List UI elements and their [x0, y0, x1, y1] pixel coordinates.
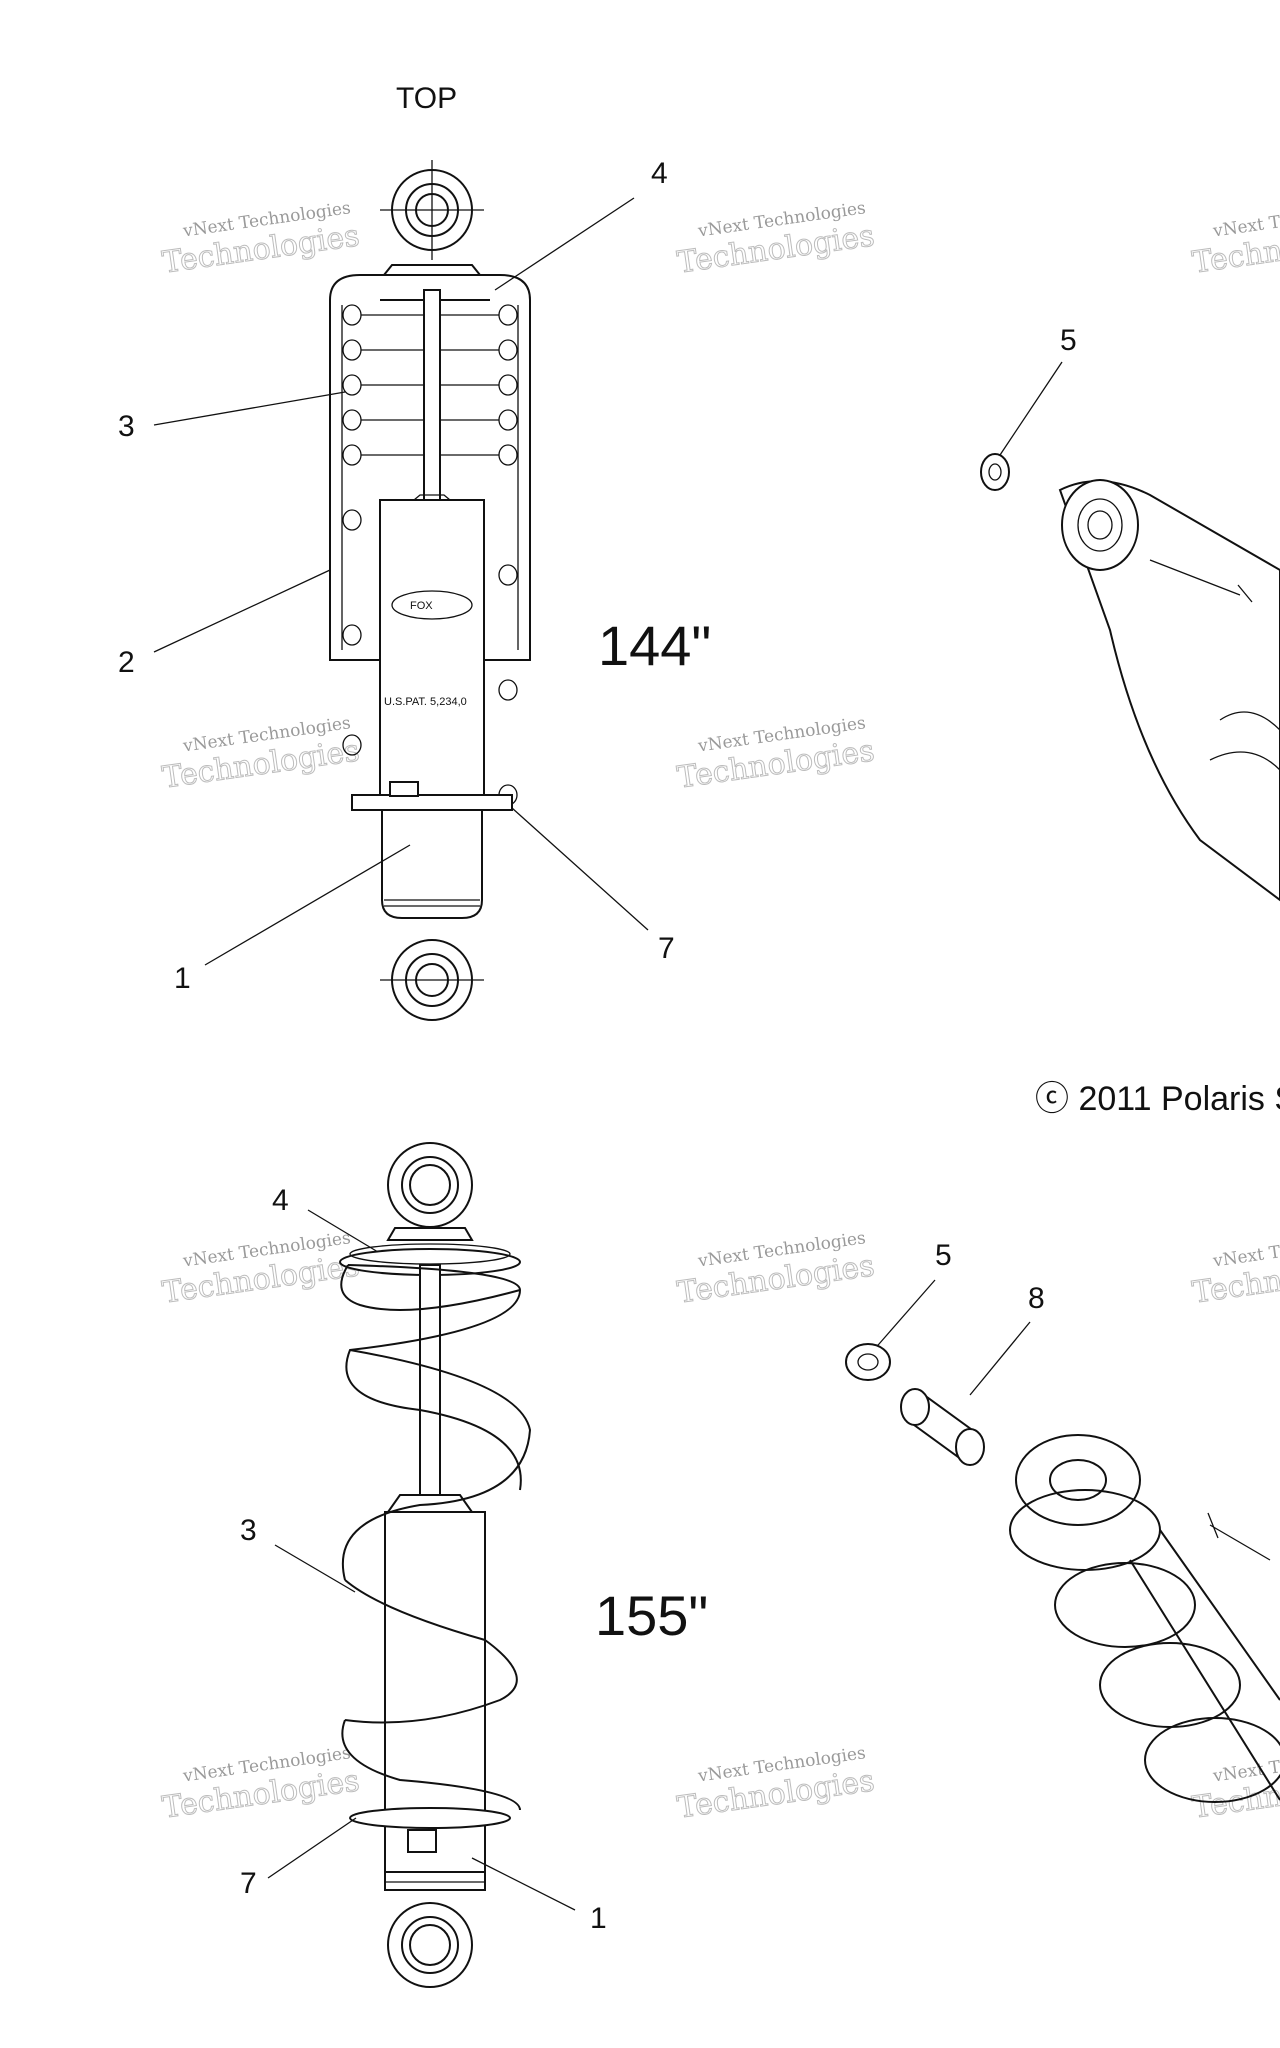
upper-callout-4: 4 [651, 157, 668, 190]
upper-shock-assembly: FOX U.S.PAT. 5,234,0 [153, 160, 649, 1021]
upper-logo-text: FOX [410, 600, 433, 612]
size-label-155: 155" [595, 1584, 708, 1647]
upper-callout-2: 2 [118, 646, 135, 679]
lower-shock-assembly [267, 1142, 1031, 1988]
size-label-144: 144" [598, 614, 711, 677]
lower-callout-5: 5 [935, 1239, 952, 1272]
upper-callout-3: 3 [118, 410, 135, 443]
upper-right-shock-partial [980, 361, 1280, 902]
upper-callout-5: 5 [1060, 324, 1077, 357]
lower-callout-4: 4 [272, 1184, 289, 1217]
lower-spring [340, 1264, 532, 1811]
lower-callout-1: 1 [590, 1902, 607, 1935]
lower-callout-8: 8 [1028, 1282, 1045, 1315]
lower-callout-7: 7 [240, 1867, 257, 1900]
lower-leader-lines [267, 1209, 1031, 1911]
upper-leader-lines [153, 197, 649, 966]
lower-callout-3: 3 [240, 1514, 257, 1547]
lower-right-shock-partial [845, 1343, 1280, 1803]
upper-callout-1: 1 [174, 962, 191, 995]
upper-callout-7: 7 [658, 932, 675, 965]
top-label: TOP [396, 82, 457, 115]
upper-body-text: U.S.PAT. 5,234,0 [384, 696, 467, 708]
copyright-text: ⓒ 2011 Polaris S [1035, 1080, 1280, 1118]
